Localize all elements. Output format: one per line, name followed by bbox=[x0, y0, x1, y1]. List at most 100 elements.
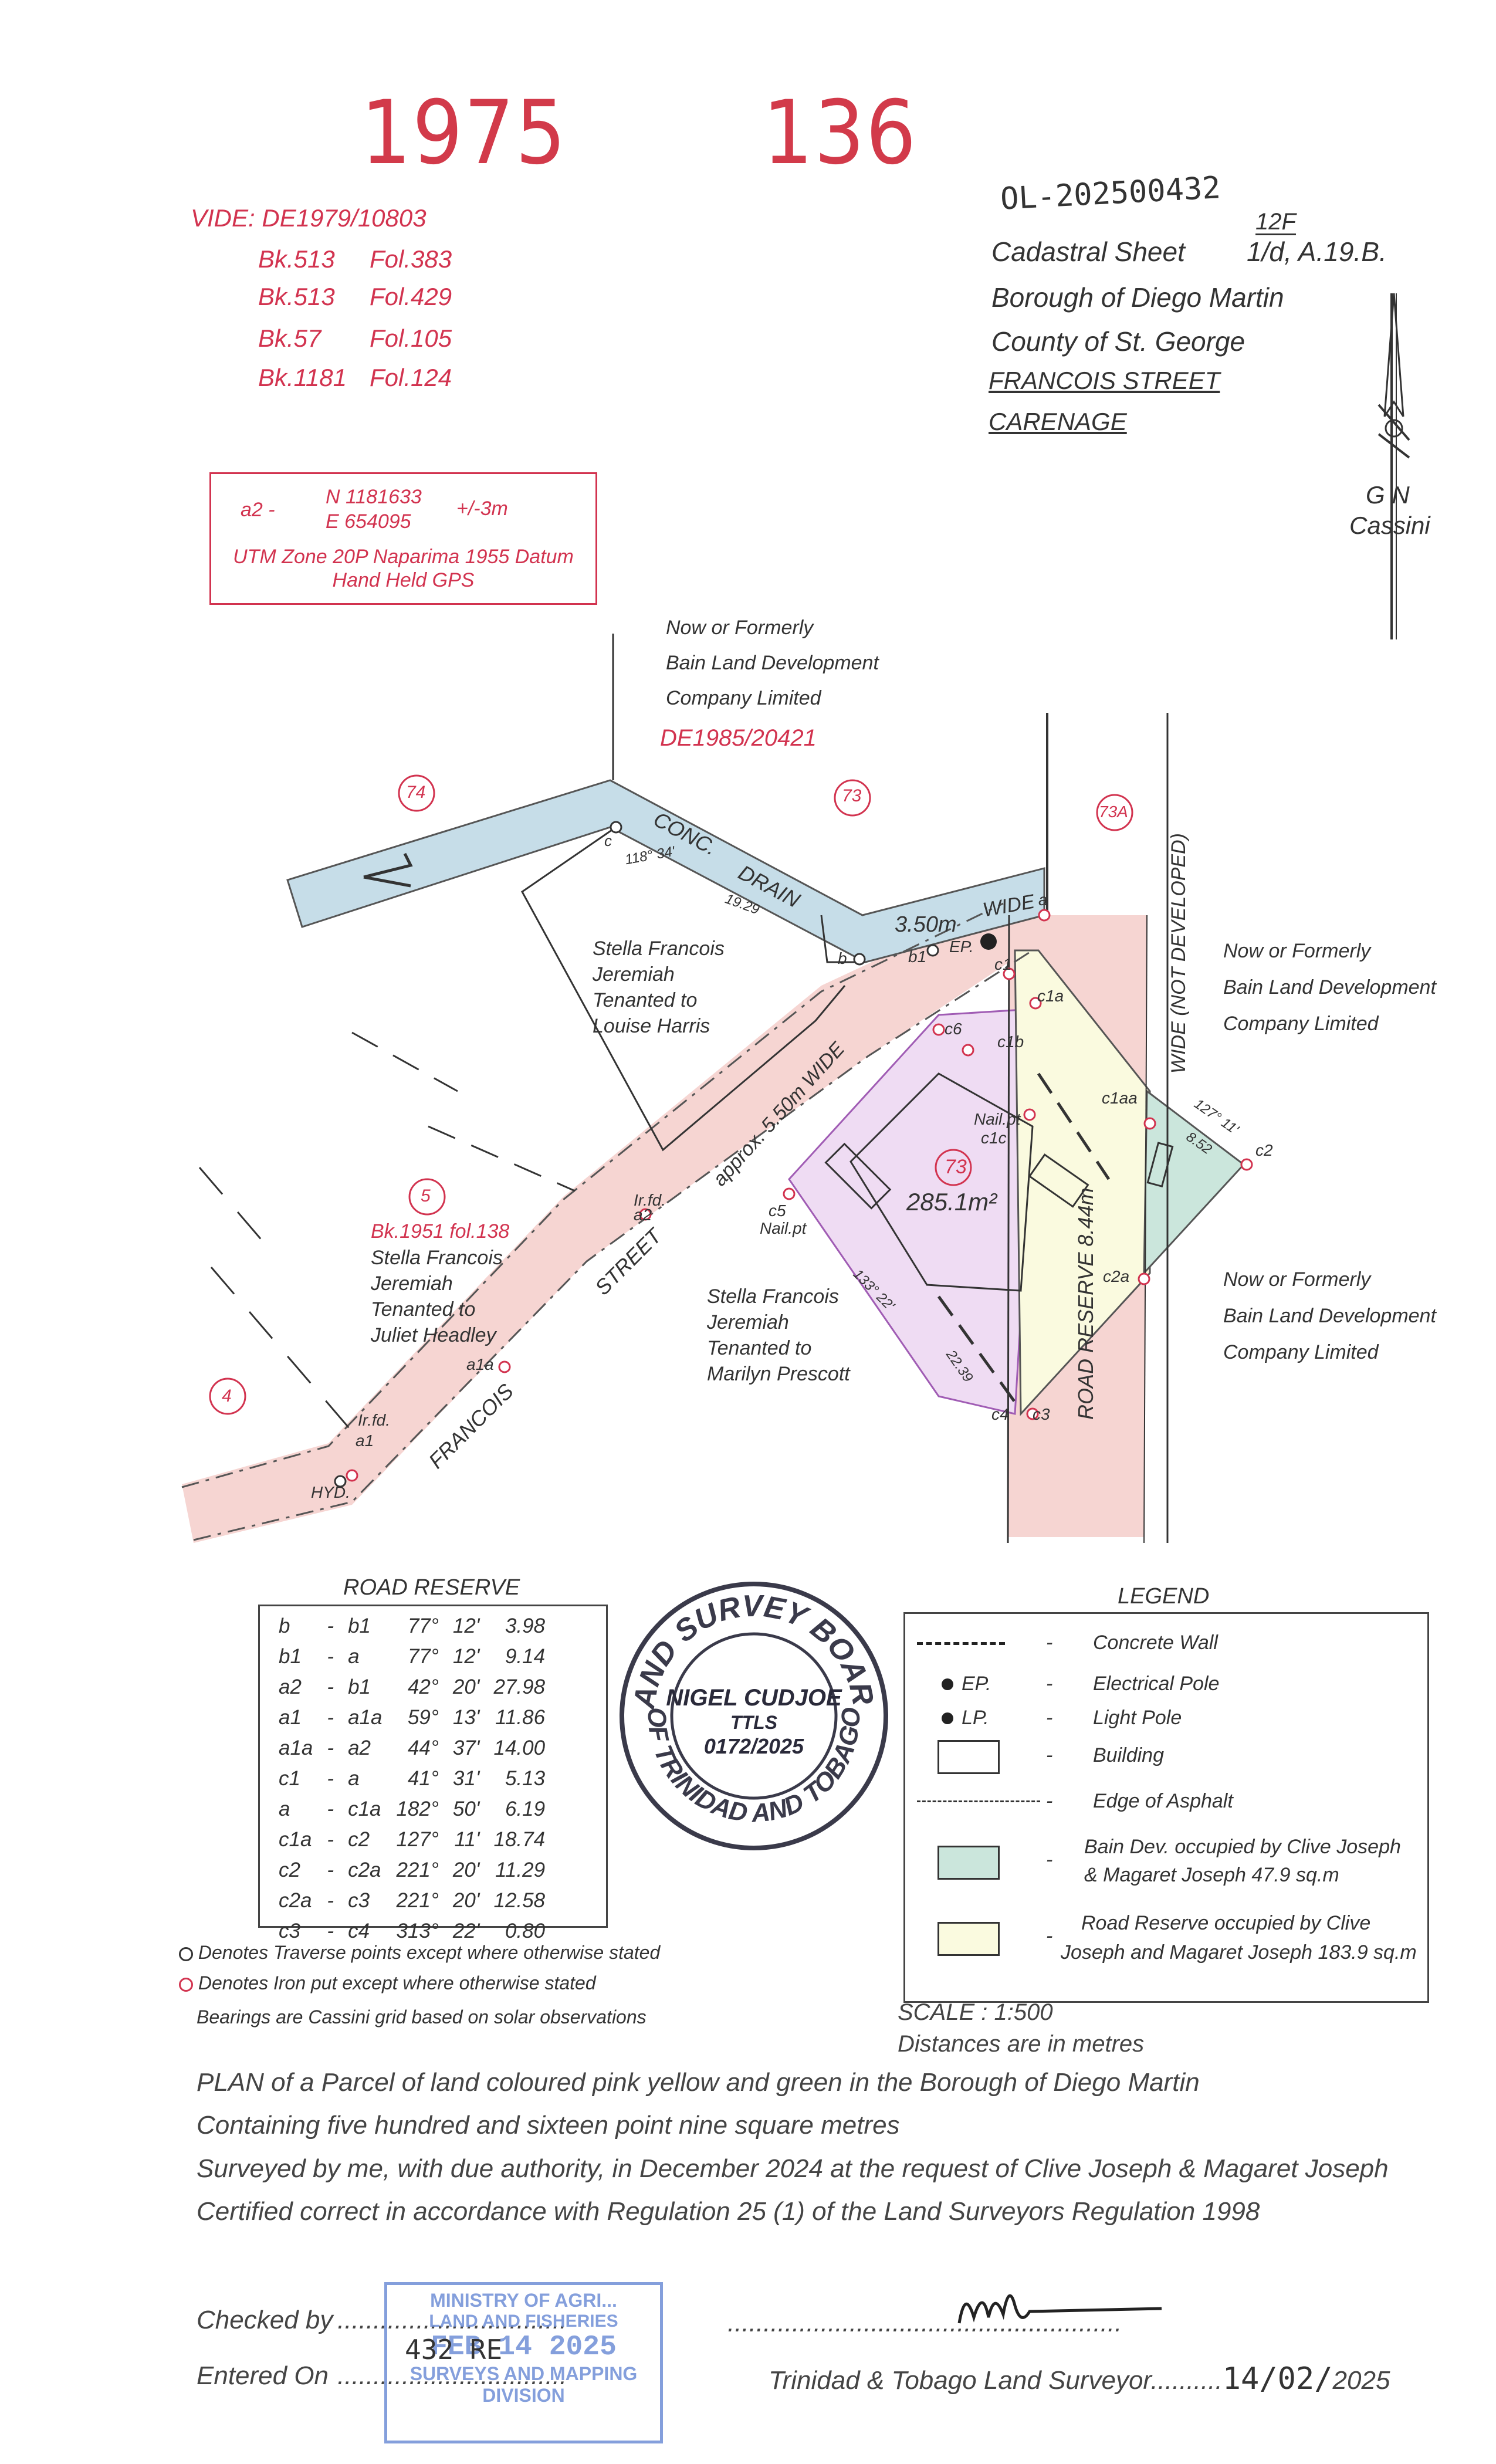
vide-folio: Fol.383 bbox=[370, 245, 452, 273]
vide-book: Bk.513 bbox=[258, 283, 335, 310]
table-cell: 11.29 bbox=[495, 1859, 546, 1881]
occupant-top: Stella Francois Jeremiah Tenanted to Lou… bbox=[593, 937, 725, 1037]
table-cell: c1 bbox=[279, 1767, 300, 1790]
gps-point: a2 - bbox=[241, 499, 275, 521]
electrical-pole-icon bbox=[980, 933, 997, 950]
survey-map bbox=[181, 634, 1253, 1544]
legend-asphalt-symbol bbox=[917, 1800, 1040, 1802]
vide-folio: Fol.105 bbox=[370, 324, 452, 352]
point-c4-label: c4 bbox=[991, 1405, 1009, 1423]
plan-certified-text: Certified correct in accordance with Reg… bbox=[197, 2197, 1260, 2226]
registration-year: 1975 bbox=[361, 82, 567, 184]
gps-tolerance: +/-3m bbox=[456, 497, 508, 520]
table-cell: 41° bbox=[407, 1767, 439, 1790]
table-cell: 6.19 bbox=[505, 1798, 546, 1820]
vide-book: Bk.1181 bbox=[258, 364, 347, 391]
north-arrow-icon bbox=[1377, 293, 1410, 639]
point-a1a-label: a1a bbox=[466, 1355, 494, 1373]
table-cell: 22' bbox=[452, 1920, 480, 1942]
cadastral-sheet-value: 1/d, A.19.B. bbox=[1247, 236, 1387, 267]
county-label: County of St. George bbox=[991, 326, 1245, 357]
hydrant-label: HYD. bbox=[311, 1483, 350, 1501]
table-cell: c2a bbox=[279, 1889, 312, 1912]
legend-yellow-text-1: Road Reserve occupied by Clive bbox=[1081, 1912, 1371, 1934]
table-cell: 50' bbox=[452, 1798, 480, 1820]
legend-dash: - bbox=[1046, 1673, 1053, 1695]
table-cell: c1a bbox=[348, 1798, 381, 1820]
point-c1c-label: c1c bbox=[981, 1129, 1007, 1147]
gps-north: N 1181633 bbox=[326, 486, 422, 508]
legend-lp-symbol: LP. bbox=[962, 1707, 989, 1729]
nailpt-label-2: Nail.pt bbox=[760, 1219, 807, 1237]
legend-building: Building bbox=[1093, 1744, 1164, 1766]
legend-dash: - bbox=[1046, 1707, 1053, 1729]
point-c1-label: c1 bbox=[994, 955, 1012, 973]
table-cell: 313° bbox=[396, 1920, 439, 1942]
point-c5-label: c5 bbox=[769, 1201, 786, 1220]
legend-green-swatch bbox=[937, 1846, 1000, 1880]
road-reserve-label: ROAD RESERVE 8.44m bbox=[1074, 1187, 1098, 1420]
lot-4-label: 4 bbox=[222, 1386, 232, 1406]
registration-number: 136 bbox=[763, 82, 918, 184]
table-cell: - bbox=[327, 1676, 334, 1698]
vide-folio: Fol.429 bbox=[370, 283, 452, 310]
owner-top-ref: DE1985/20421 bbox=[660, 725, 817, 751]
point-c-label: c bbox=[604, 832, 612, 849]
units-label: Distances are in metres bbox=[898, 2031, 1145, 2057]
occupant-left: Stella Francois Jeremiah Tenanted to Jul… bbox=[371, 1247, 503, 1346]
francois-street-band bbox=[182, 903, 1027, 1543]
road-wide-label: WIDE (NOT DEVELOPED) bbox=[1167, 833, 1190, 1074]
table-cell: a1a bbox=[348, 1706, 383, 1729]
table-cell: a bbox=[348, 1645, 360, 1668]
occupant-left-ref: Bk.1951 fol.138 bbox=[371, 1220, 510, 1243]
table-cell: - bbox=[327, 1615, 334, 1637]
table-cell: a2 bbox=[348, 1737, 371, 1759]
legend-green-text-2: & Magaret Joseph 47.9 sq.m bbox=[1084, 1864, 1339, 1886]
table-cell: 9.14 bbox=[505, 1645, 546, 1668]
entered-on-label: Entered On bbox=[197, 2361, 329, 2390]
table-cell: 0.80 bbox=[505, 1920, 546, 1942]
legend-ep-symbol: EP. bbox=[962, 1673, 991, 1695]
table-cell: b bbox=[279, 1615, 290, 1637]
point-c1a-label: c1a bbox=[1037, 987, 1064, 1005]
point-c2-label: c2 bbox=[1255, 1141, 1273, 1159]
cadastral-sheet-label: Cadastral Sheet bbox=[991, 236, 1185, 267]
vide-row-3: Bk.57 Fol.105 bbox=[258, 324, 452, 353]
legend-building-symbol bbox=[937, 1740, 1000, 1774]
lot-74-label: 74 bbox=[406, 783, 426, 802]
table-cell: 182° bbox=[396, 1798, 439, 1820]
table-cell: 59° bbox=[407, 1706, 439, 1729]
table-cell: c2 bbox=[279, 1859, 300, 1881]
lot-73-label: 73 bbox=[945, 1156, 967, 1178]
table-cell: 127° bbox=[396, 1828, 439, 1851]
point-c3-label: c3 bbox=[1033, 1405, 1050, 1423]
gps-east: E 654095 bbox=[326, 510, 411, 533]
table-cell: - bbox=[327, 1767, 334, 1790]
table-cell: 42° bbox=[407, 1676, 439, 1698]
drain-width: 3.50m bbox=[895, 912, 957, 937]
table-cell: 11.86 bbox=[495, 1706, 546, 1729]
table-cell: 44° bbox=[407, 1737, 439, 1759]
table-cell: 18.74 bbox=[493, 1828, 546, 1851]
legend-title: LEGEND bbox=[1118, 1584, 1210, 1609]
point-b1-label: b1 bbox=[908, 947, 927, 966]
area-label: CARENAGE bbox=[989, 408, 1127, 435]
seal-title: TTLS bbox=[730, 1712, 778, 1733]
legend-light-pole-icon bbox=[942, 1712, 953, 1724]
ep-label: EP. bbox=[949, 937, 974, 956]
point-b-label: b bbox=[838, 949, 847, 967]
plan-surveyed-text: Surveyed by me, with due authority, in D… bbox=[197, 2154, 1389, 2183]
street-label: FRANCOIS STREET bbox=[989, 367, 1220, 394]
legend-dash: - bbox=[1046, 1790, 1053, 1812]
vide-book: Bk.57 bbox=[258, 324, 321, 352]
irfd-label-2: Ir.fd. bbox=[634, 1191, 666, 1209]
lot-area-label: 285.1m² bbox=[906, 1188, 997, 1216]
table-cell: 31' bbox=[452, 1767, 480, 1790]
